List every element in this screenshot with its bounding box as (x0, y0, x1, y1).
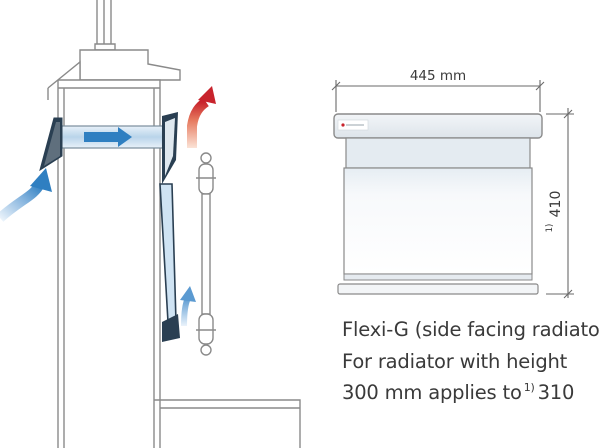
airflow-arrow-warm (187, 86, 216, 148)
height-dimension (546, 108, 574, 299)
height-dimension-label: 410 1) (545, 191, 564, 233)
airflow-arrow-duct (84, 127, 132, 147)
svg-text:1): 1) (545, 224, 555, 233)
radiator-side-duct (159, 183, 180, 342)
airflow-arrow-intake (0, 168, 52, 222)
width-dimension-label: 445 mm (410, 68, 466, 84)
caption-line-3-prefix: 300 mm applies to (342, 381, 522, 404)
width-dimension (331, 80, 545, 112)
caption-footnote-mark: 1) (523, 381, 535, 394)
wall-section (47, 0, 301, 448)
radiator-side-view (196, 152, 216, 356)
unit-front-view (333, 113, 543, 295)
airflow-arrow-radiator (180, 286, 196, 327)
svg-text:410: 410 (548, 191, 564, 218)
caption-line-3-value: 310 (537, 381, 575, 404)
caption-line-2: For radiator with height (342, 350, 568, 373)
caption-title: Flexi-G (side facing radiator) (342, 318, 600, 341)
